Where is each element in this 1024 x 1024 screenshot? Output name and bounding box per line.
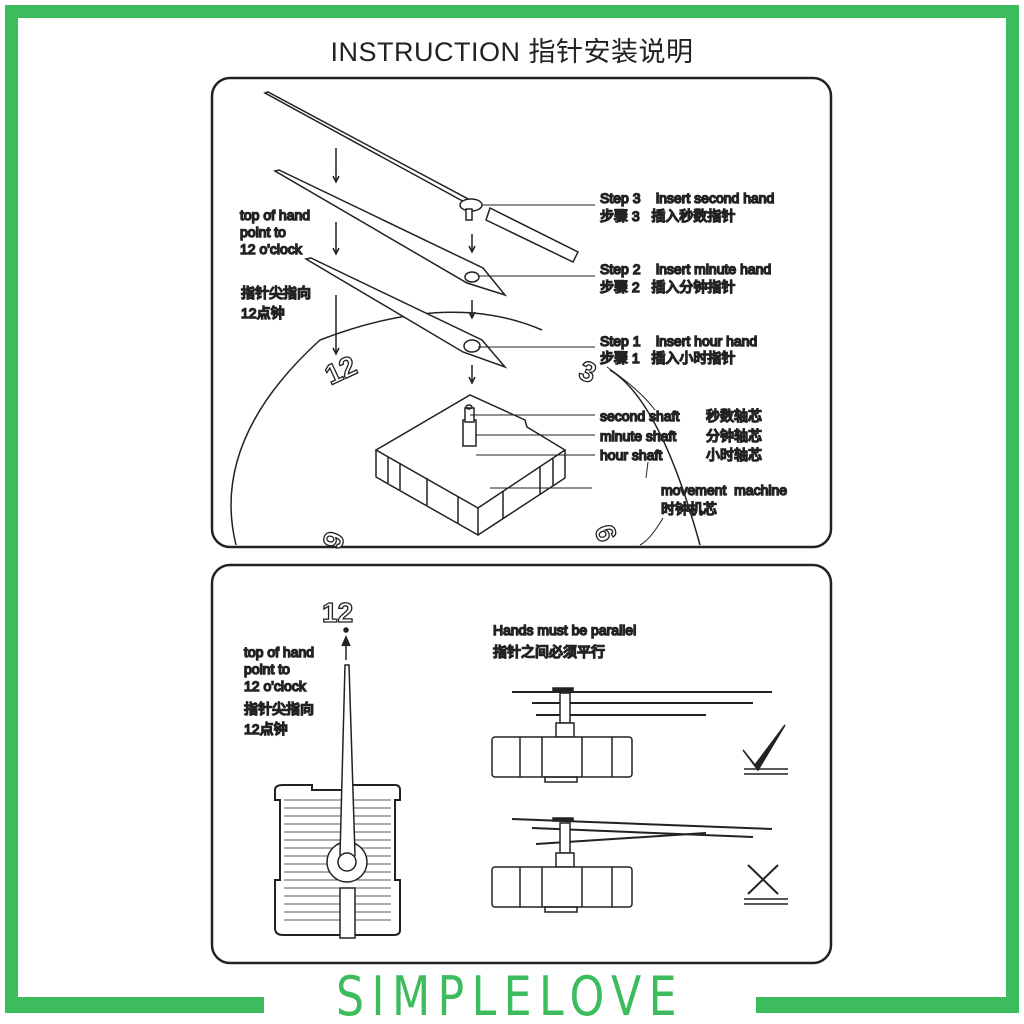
brand-logo: SIMPLELOVE bbox=[264, 968, 756, 1024]
movement-machine bbox=[374, 394, 567, 537]
page-title: INSTRUCTION 指针安装说明 bbox=[330, 37, 694, 67]
tip-en-2: point to bbox=[240, 224, 286, 240]
panel-alignment bbox=[210, 563, 833, 965]
minute-hand bbox=[273, 169, 508, 297]
down-arrows bbox=[332, 148, 476, 385]
parallel-cn: 指针之间必须平行 bbox=[493, 644, 605, 660]
incorrect-side-view bbox=[491, 817, 773, 913]
border-right bbox=[1006, 5, 1019, 1013]
cross-icon bbox=[744, 864, 788, 905]
step1-cn: 步骤 1 插入小时指针 bbox=[600, 350, 735, 366]
parallel-en: Hands must be parallel bbox=[493, 622, 636, 638]
check-icon bbox=[742, 724, 788, 775]
second-shaft-cn: 秒数轴芯 bbox=[706, 408, 762, 424]
movement-en: movement machine bbox=[661, 482, 787, 498]
leader-lines bbox=[470, 204, 664, 546]
movement-cn: 时钟机芯 bbox=[661, 501, 717, 517]
p2-tip-en-2: point to bbox=[244, 661, 290, 677]
panel-assembly bbox=[210, 76, 833, 549]
number-12: 12 bbox=[322, 597, 353, 628]
dial-number-9: 9 bbox=[316, 527, 350, 552]
p2-tip-cn-1: 指针尖指向 bbox=[244, 701, 314, 717]
p2-tip-cn-2: 12点钟 bbox=[244, 721, 288, 737]
border-top bbox=[5, 5, 1019, 18]
movement-front-view bbox=[274, 664, 401, 939]
minute-shaft-en: minute shaft bbox=[600, 428, 676, 444]
hour-shaft-en: hour shaft bbox=[600, 447, 662, 463]
border-left bbox=[5, 5, 18, 1013]
minute-shaft-cn: 分钟轴芯 bbox=[706, 428, 762, 444]
dial-number-12: 12 bbox=[320, 350, 361, 391]
dial-number-3: 3 bbox=[575, 354, 600, 388]
p2-tip-en-3: 12 o'clock bbox=[244, 678, 307, 694]
correct-side-view bbox=[491, 687, 772, 783]
dial-number-6: 6 bbox=[589, 520, 623, 545]
step1-en: Step 1 insert hour hand bbox=[600, 333, 757, 349]
step3-cn: 步骤 3 插入秒数指针 bbox=[600, 208, 735, 224]
clock-dial-arc bbox=[230, 311, 701, 546]
step3-en: Step 3 insert second hand bbox=[600, 190, 774, 206]
step2-cn: 步骤 2 插入分钟指针 bbox=[600, 279, 735, 295]
tip-en-3: 12 o'clock bbox=[240, 241, 303, 257]
second-shaft-en: second shaft bbox=[600, 408, 679, 424]
up-arrow bbox=[341, 635, 351, 660]
tip-cn-2: 12点钟 bbox=[241, 305, 285, 321]
step2-en: Step 2 insert minute hand bbox=[600, 261, 771, 277]
hour-hand bbox=[303, 257, 508, 369]
tip-en-1: top of hand bbox=[240, 207, 310, 223]
tip-cn-1: 指针尖指向 bbox=[241, 285, 311, 301]
p2-tip-en-1: top of hand bbox=[244, 644, 314, 660]
second-hand bbox=[263, 91, 580, 263]
hour-shaft-cn: 小时轴芯 bbox=[706, 447, 762, 463]
